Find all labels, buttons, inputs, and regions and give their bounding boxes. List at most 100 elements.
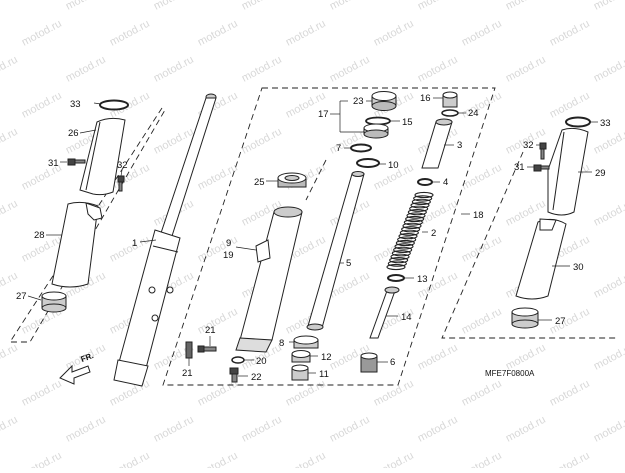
watermark-text: motod.ru bbox=[548, 378, 592, 409]
watermark-text: motod.ru bbox=[592, 198, 625, 229]
watermark-text: motod.ru bbox=[328, 0, 372, 13]
part-25-oil-seal bbox=[277, 172, 307, 188]
part-27-nut-left bbox=[41, 291, 67, 313]
watermark-text: motod.ru bbox=[548, 90, 592, 121]
watermark-text: motod.ru bbox=[284, 18, 328, 49]
part-12-washer bbox=[291, 350, 311, 363]
watermark-text: motod.ru bbox=[460, 162, 504, 193]
callout-17: 17 bbox=[318, 109, 329, 120]
callout-4: 4 bbox=[443, 177, 448, 188]
part-26-upper-cover bbox=[79, 117, 126, 196]
watermark-text: motod.ru bbox=[284, 450, 328, 468]
part-31-bolt-right bbox=[533, 164, 550, 172]
watermark-text: motod.ru bbox=[196, 450, 240, 468]
callout-29: 29 bbox=[595, 168, 606, 179]
watermark-text: motod.ru bbox=[460, 18, 504, 49]
watermark-text: motod.ru bbox=[108, 234, 152, 265]
watermark-text: motod.ru bbox=[548, 450, 592, 468]
callout-25: 25 bbox=[254, 177, 265, 188]
leader-1 bbox=[139, 239, 157, 243]
part-1-axle-lug bbox=[113, 359, 149, 387]
watermark-text: motod.ru bbox=[416, 342, 460, 373]
callout-23-top: 23 bbox=[353, 96, 364, 107]
part-20-washer bbox=[231, 356, 245, 364]
part-32-bolt-right bbox=[539, 142, 547, 160]
spring-coil bbox=[409, 205, 429, 212]
callout-12: 12 bbox=[321, 352, 332, 363]
watermark-text: motod.ru bbox=[416, 54, 460, 85]
part-22-bolt bbox=[229, 367, 239, 383]
part-30-cover-bracket bbox=[539, 218, 557, 231]
part-15-ring bbox=[365, 116, 391, 126]
watermark-text: motod.ru bbox=[592, 54, 625, 85]
watermark-text: motod.ru bbox=[20, 450, 64, 468]
spring-coil bbox=[407, 208, 427, 216]
watermark-text: motod.ru bbox=[196, 18, 240, 49]
part-1-caliper-boss-2 bbox=[166, 286, 174, 294]
watermark-text: motod.ru bbox=[592, 126, 625, 157]
spring-coil bbox=[410, 202, 430, 209]
seal-box-boundary bbox=[305, 159, 327, 201]
callout-27-left: 27 bbox=[16, 291, 27, 302]
callout-5: 5 bbox=[346, 258, 351, 269]
watermark-text: motod.ru bbox=[460, 378, 504, 409]
watermark-text: motod.ru bbox=[460, 306, 504, 337]
spring-coil bbox=[395, 239, 415, 247]
callout-27-right: 27 bbox=[555, 316, 566, 327]
spring-coil bbox=[390, 253, 410, 260]
part-7-ring bbox=[350, 143, 372, 153]
spring-coil bbox=[401, 226, 421, 233]
spring-coil bbox=[402, 222, 422, 230]
callout-19: 19 bbox=[223, 250, 234, 261]
part-5-fork-pipe bbox=[307, 173, 365, 329]
spring-coil bbox=[413, 195, 433, 202]
part-9-slider-bottom bbox=[235, 337, 273, 353]
diagram-code: MFE7F0800A bbox=[485, 369, 535, 378]
spring-coil bbox=[414, 191, 434, 199]
watermark-text: motod.ru bbox=[152, 0, 196, 13]
part-5-pipe-bottom bbox=[306, 323, 324, 331]
part-2-spring bbox=[386, 191, 434, 271]
watermark-text: motod.ru bbox=[64, 54, 108, 85]
leader-33-left bbox=[93, 102, 102, 105]
part-23-seal bbox=[363, 123, 389, 139]
watermark-text: motod.ru bbox=[196, 162, 240, 193]
watermark-text: motod.ru bbox=[284, 378, 328, 409]
part-10-washer bbox=[356, 158, 380, 168]
group-boundaries bbox=[9, 87, 618, 386]
leader-lines bbox=[27, 97, 598, 377]
watermark-text: motod.ru bbox=[416, 414, 460, 445]
part-21-bolt-lower bbox=[185, 341, 193, 359]
spring-coil bbox=[398, 232, 418, 240]
part-1-outer-tube-band bbox=[152, 245, 179, 253]
part-28-cover-bracket bbox=[85, 202, 103, 221]
watermark-text: motod.ru bbox=[372, 18, 416, 49]
watermark-text: motod.ru bbox=[548, 18, 592, 49]
right-group-boundary bbox=[441, 151, 618, 339]
watermark-text: motod.ru bbox=[240, 54, 284, 85]
spring-coil bbox=[386, 263, 406, 271]
part-4-washer bbox=[417, 178, 433, 186]
part-11-collar bbox=[291, 364, 309, 381]
callout-10: 10 bbox=[388, 160, 399, 171]
part-27-nut-right bbox=[511, 307, 539, 329]
callout-18: 18 bbox=[473, 210, 484, 221]
left-group-parts bbox=[41, 99, 129, 313]
watermark-text: motod.ru bbox=[0, 198, 20, 229]
part-1-fork-slider bbox=[113, 93, 217, 387]
part-16-bolt-cap bbox=[442, 91, 458, 108]
part-29-upper-cover bbox=[547, 127, 589, 216]
callout-11: 11 bbox=[319, 369, 329, 380]
front-direction-label: FR. bbox=[80, 351, 95, 364]
leader-26 bbox=[79, 129, 97, 134]
watermark-text: motod.ru bbox=[328, 414, 372, 445]
callout-9: 9 bbox=[226, 238, 231, 249]
spring-coil bbox=[387, 260, 407, 267]
callout-16: 16 bbox=[420, 93, 431, 104]
watermark-text: motod.ru bbox=[372, 450, 416, 468]
watermark-text: motod.ru bbox=[20, 90, 64, 121]
watermark-text: motod.ru bbox=[152, 54, 196, 85]
front-arrow-icon bbox=[59, 364, 91, 385]
watermark-text: motod.ru bbox=[20, 18, 64, 49]
